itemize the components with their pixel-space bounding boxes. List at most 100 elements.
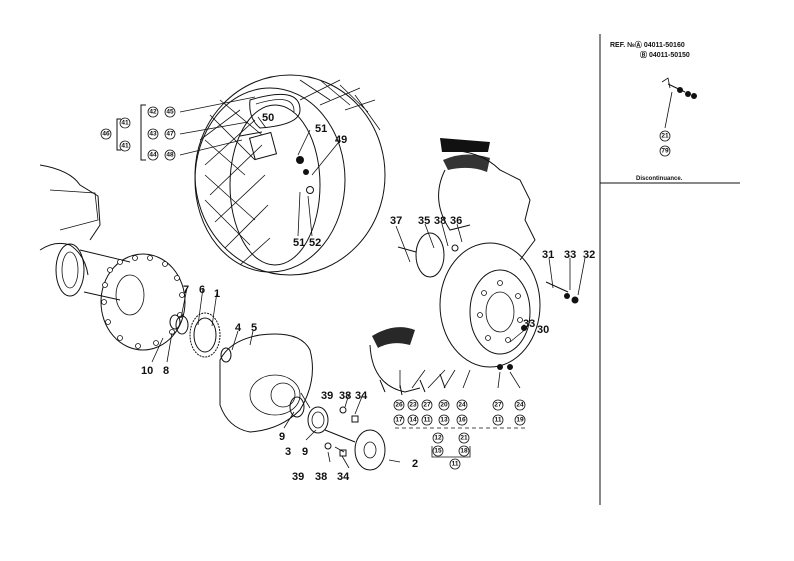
circle-41-top xyxy=(119,117,131,129)
blabel-16: 16 xyxy=(458,417,466,424)
circle-41-bottom xyxy=(119,140,131,152)
tire xyxy=(194,74,386,276)
label-37: 37 xyxy=(390,215,402,227)
blabel-14: 14 xyxy=(409,417,417,424)
clabel-42: 42 xyxy=(149,109,157,116)
label-49: 49 xyxy=(335,134,347,146)
label-30: 30 xyxy=(537,324,549,336)
circled-left-labels: 42 45 43 47 44 48 46 41 41 xyxy=(100,106,176,161)
ref-part-1: 21 xyxy=(661,133,669,140)
label-38-bottom: 38 xyxy=(315,471,327,483)
blabel-12: 12 xyxy=(434,435,442,442)
label-32: 32 xyxy=(583,249,595,261)
blabel-24b: 24 xyxy=(516,402,524,409)
label-4: 4 xyxy=(235,322,242,334)
circle-47 xyxy=(164,128,176,140)
label-31: 31 xyxy=(542,249,554,261)
circle-43 xyxy=(147,128,159,140)
label-51-bottom: 51 xyxy=(293,237,305,249)
label-9-right: 9 xyxy=(302,446,308,458)
clabel-45: 45 xyxy=(166,109,174,116)
blabel-15: 15 xyxy=(434,448,442,455)
part-labels: 50 51 49 51 52 37 35 38 36 31 33 32 33 3… xyxy=(141,112,595,483)
blabel-11c: 11 xyxy=(452,461,459,468)
circle-26 xyxy=(393,399,405,411)
ref-number-b: Ⓑ 04011-50150 xyxy=(640,50,690,59)
circle-20 xyxy=(438,399,450,411)
wheel-disc xyxy=(369,138,579,396)
blabel-17: 17 xyxy=(395,417,403,424)
circle-16 xyxy=(456,414,468,426)
label-2: 2 xyxy=(412,458,418,470)
circle-17 xyxy=(393,414,405,426)
circle-24b xyxy=(514,399,526,411)
hub-assembly xyxy=(100,253,386,471)
circle-14 xyxy=(407,414,419,426)
blabel-24a: 24 xyxy=(458,402,466,409)
label-38-mid: 38 xyxy=(339,390,351,402)
circle-27b xyxy=(492,399,504,411)
blabel-11b: 11 xyxy=(495,417,502,424)
circle-24a xyxy=(456,399,468,411)
circle-46 xyxy=(100,128,112,140)
circle-15 xyxy=(432,445,444,457)
label-36: 36 xyxy=(450,215,462,227)
blabel-13: 13 xyxy=(440,417,448,424)
ref-number-a: REF. №Ⓐ 04011-50160 xyxy=(610,40,685,49)
ref-part-circle-1 xyxy=(659,130,671,142)
leader-lines xyxy=(151,96,586,469)
circle-45 xyxy=(164,106,176,118)
label-39-top: 39 xyxy=(321,390,333,402)
circle-11b xyxy=(492,414,504,426)
label-1: 1 xyxy=(214,288,220,300)
circle-44 xyxy=(147,149,159,161)
left-brackets xyxy=(116,104,146,161)
ref-part-circle-2 xyxy=(659,145,671,157)
blabel-21: 21 xyxy=(460,435,468,442)
blabel-19: 19 xyxy=(516,417,524,424)
label-33-right: 33 xyxy=(564,249,576,261)
label-33-lower: 33 xyxy=(523,318,535,330)
blabel-11a: 11 xyxy=(424,417,431,424)
blabel-26: 26 xyxy=(395,402,403,409)
label-8: 8 xyxy=(163,365,169,377)
clabel-44: 44 xyxy=(149,152,157,159)
label-7: 7 xyxy=(183,284,189,296)
clabel-48: 48 xyxy=(166,152,174,159)
label-3: 3 xyxy=(285,446,291,458)
label-51-top: 51 xyxy=(315,123,327,135)
label-38-top: 38 xyxy=(434,215,446,227)
clabel-41-top: 41 xyxy=(121,120,129,127)
discontinued-note: Discontinuance. xyxy=(636,176,683,182)
circled-bottom-labels: 26 23 27 20 24 27 24 17 14 11 13 16 11 1… xyxy=(393,399,526,470)
circle-11c xyxy=(449,458,461,470)
label-50: 50 xyxy=(262,112,274,124)
label-6: 6 xyxy=(199,284,205,296)
circle-13 xyxy=(438,414,450,426)
ref-bolt-icon xyxy=(661,77,697,129)
circle-23 xyxy=(407,399,419,411)
label-34-bottom: 34 xyxy=(337,471,350,483)
label-35: 35 xyxy=(418,215,430,227)
blabel-20: 20 xyxy=(440,402,448,409)
circle-12 xyxy=(432,432,444,444)
circle-42 xyxy=(147,106,159,118)
ref-part-2: 79 xyxy=(661,148,669,155)
circle-11a xyxy=(421,414,433,426)
clabel-41-bottom: 41 xyxy=(121,143,129,150)
circle-48 xyxy=(164,149,176,161)
label-34-top: 34 xyxy=(355,390,368,402)
label-52: 52 xyxy=(309,237,321,249)
clabel-43: 43 xyxy=(149,131,157,138)
circle-18 xyxy=(458,445,470,457)
label-39-bottom: 39 xyxy=(292,471,304,483)
blabel-27a: 27 xyxy=(423,402,431,409)
circle-19 xyxy=(514,414,526,426)
label-5: 5 xyxy=(251,322,257,334)
circle-21 xyxy=(458,432,470,444)
clabel-46: 46 xyxy=(102,131,110,138)
blabel-23: 23 xyxy=(409,402,417,409)
circle-27a xyxy=(421,399,433,411)
reference-panel: REF. №Ⓐ 04011-50160 Ⓑ 04011-50150 21 79 … xyxy=(599,34,740,505)
